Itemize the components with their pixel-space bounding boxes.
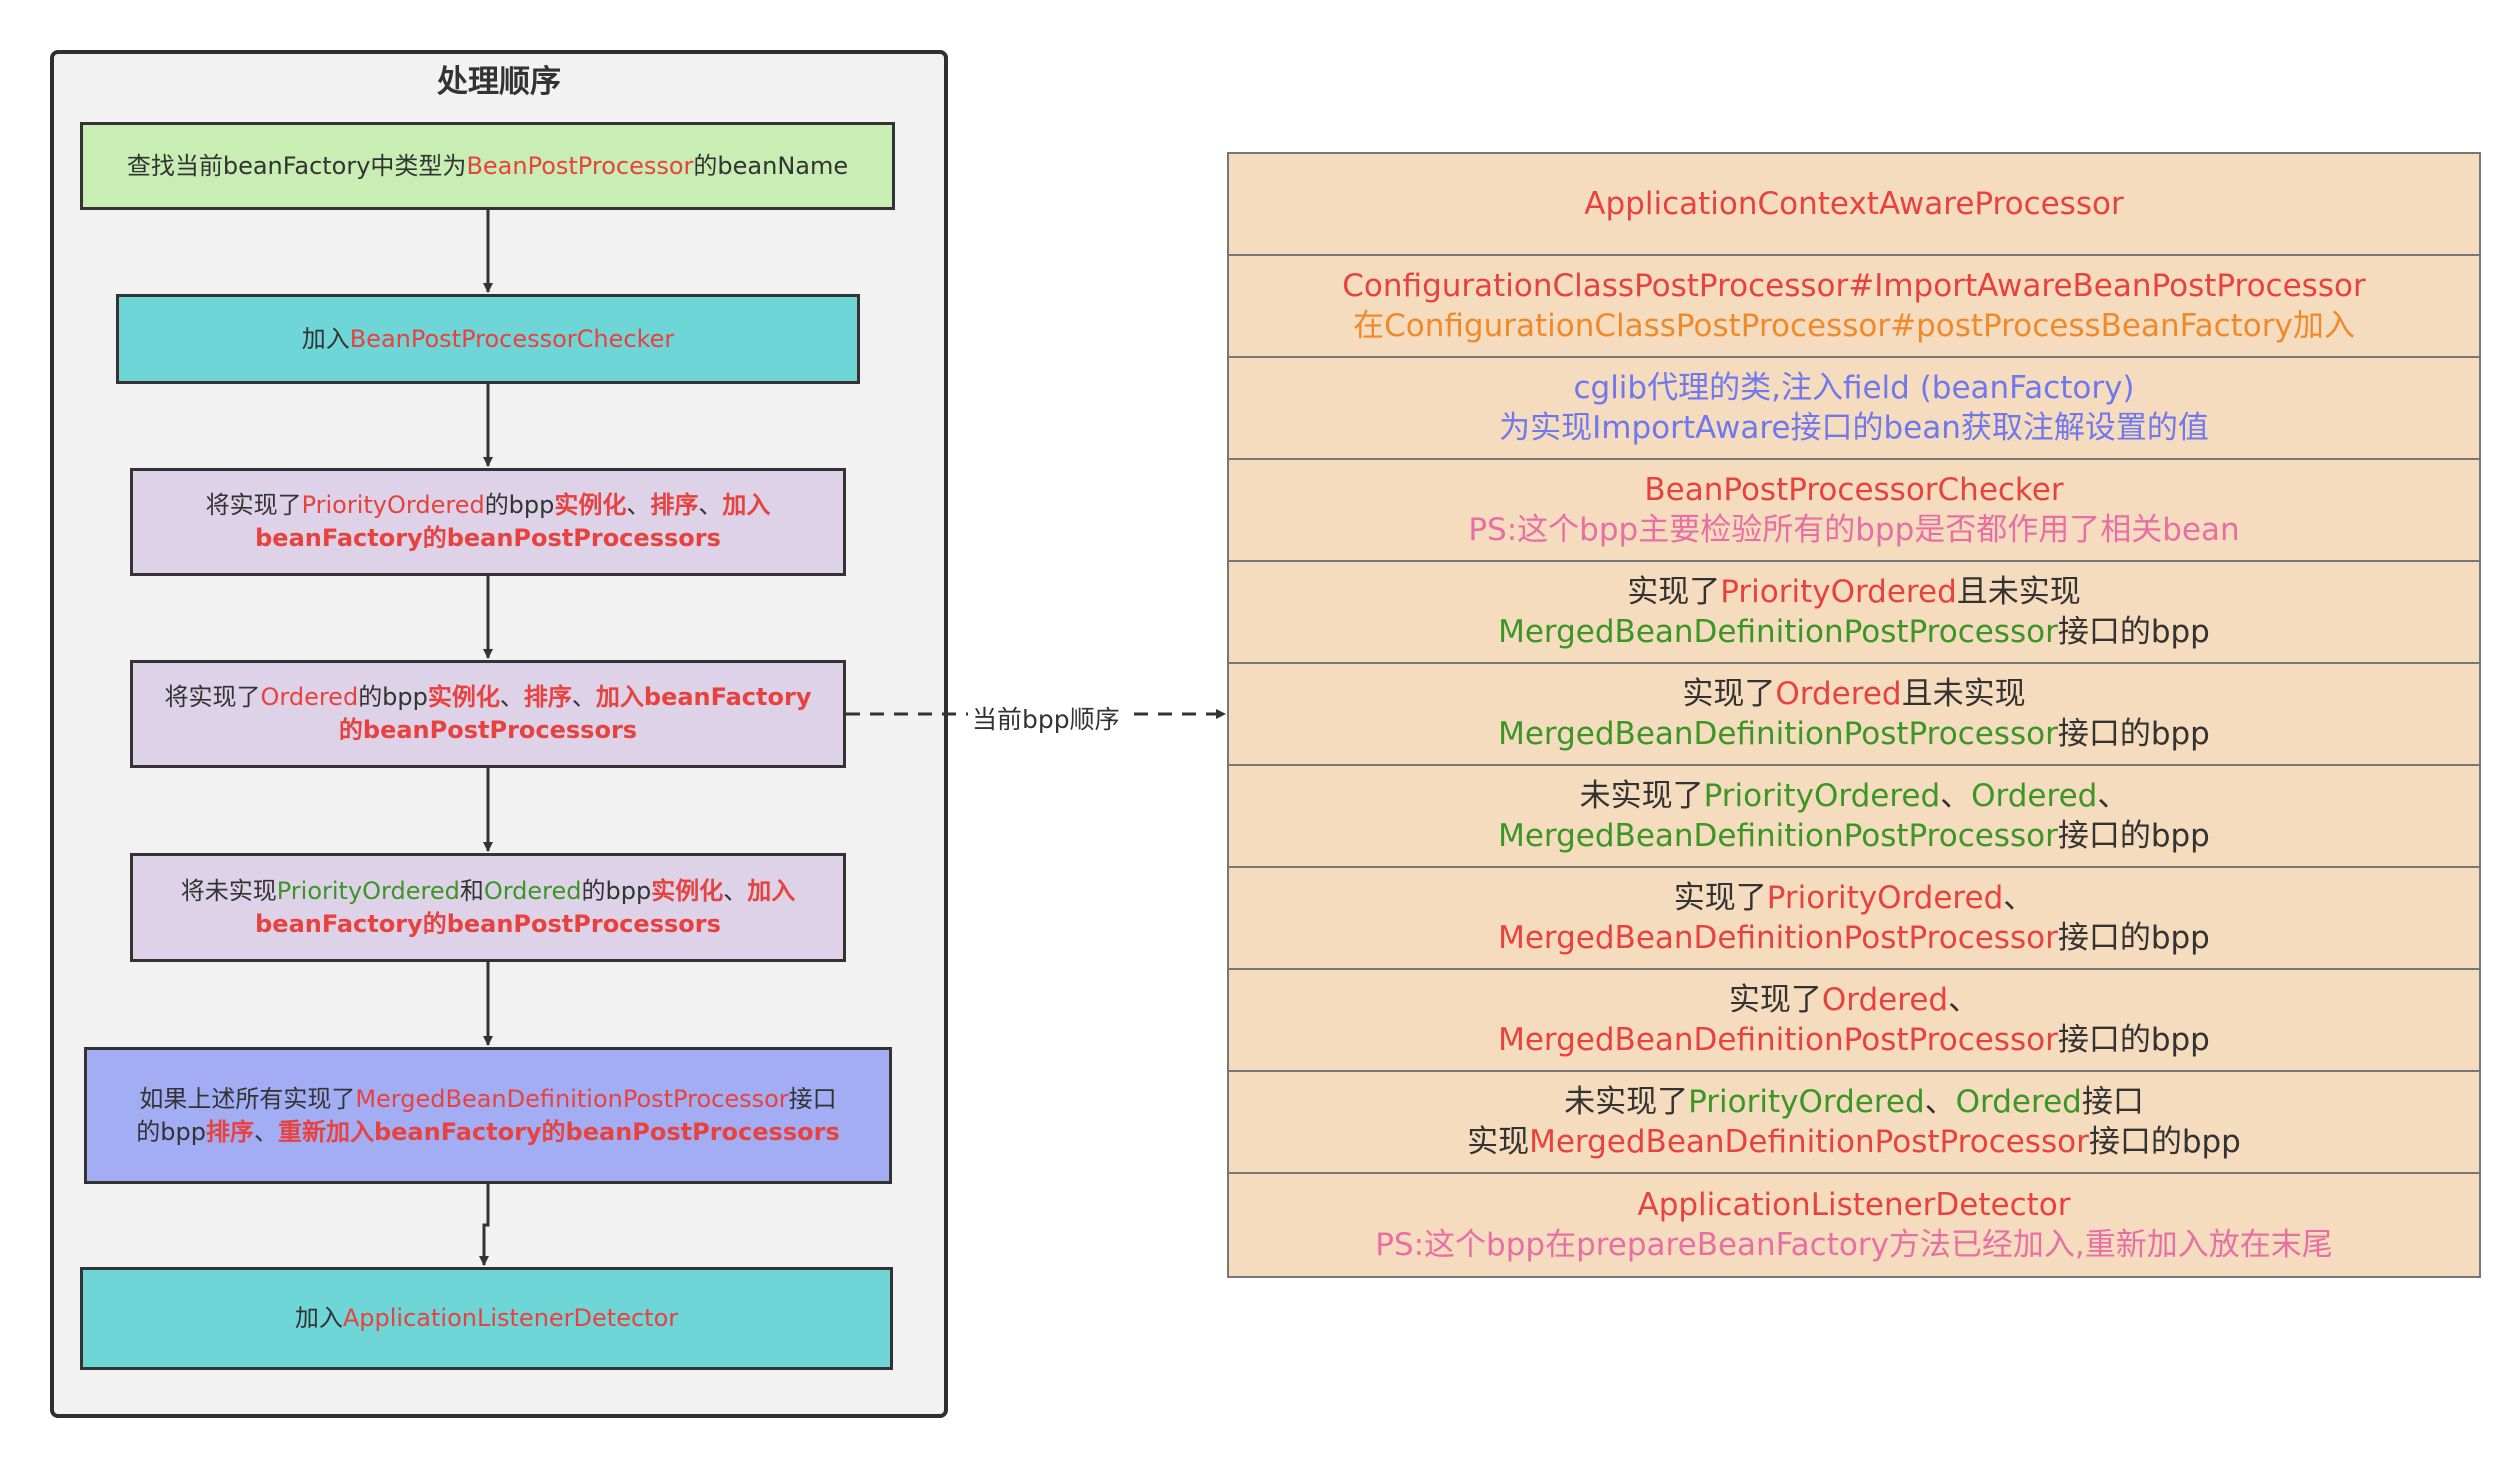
step-find-bean-names: 查找当前beanFactory中类型为BeanPostProcessor的bea… [80, 122, 895, 210]
order-row: 实现了Ordered、 MergedBeanDefinitionPostProc… [1227, 968, 2481, 1072]
order-row: 实现了Ordered且未实现 MergedBeanDefinitionPostP… [1227, 662, 2481, 766]
order-row: ConfigurationClassPostProcessor#ImportAw… [1227, 254, 2481, 358]
order-row: ApplicationListenerDetector PS:这个bpp在pre… [1227, 1172, 2481, 1278]
order-row: cglib代理的类,注入field (beanFactory) 为实现Impor… [1227, 356, 2481, 460]
step-add-checker: 加入BeanPostProcessorChecker [116, 294, 860, 384]
step-priority-ordered: 将实现了PriorityOrdered的bpp实例化、排序、加入 beanFac… [130, 468, 846, 576]
flow-arrow-6 [479, 1184, 490, 1266]
order-row: ApplicationContextAwareProcessor [1227, 152, 2481, 256]
order-row: 实现了PriorityOrdered、 MergedBeanDefinition… [1227, 866, 2481, 970]
order-row: 实现了PriorityOrdered且未实现 MergedBeanDefinit… [1227, 560, 2481, 664]
order-row: 未实现了PriorityOrdered、Ordered、 MergedBeanD… [1227, 764, 2481, 868]
connector-label: 当前bpp顺序 [968, 700, 1124, 736]
step-unordered: 将未实现PriorityOrdered和Ordered的bpp实例化、加入 be… [130, 853, 846, 962]
step-merged-reorder: 如果上述所有实现了MergedBeanDefinitionPostProcess… [84, 1047, 892, 1184]
step-ordered: 将实现了Ordered的bpp实例化、排序、加入beanFactory 的bea… [130, 660, 846, 768]
step-add-listener-detector: 加入ApplicationListenerDetector [80, 1267, 893, 1370]
order-row: 未实现了PriorityOrdered、Ordered接口 实现MergedBe… [1227, 1070, 2481, 1174]
order-row: BeanPostProcessorChecker PS:这个bpp主要检验所有的… [1227, 458, 2481, 562]
bpp-order-table: ApplicationContextAwareProcessor Configu… [1227, 152, 2481, 1280]
frame-title: 处理顺序 [437, 64, 561, 100]
